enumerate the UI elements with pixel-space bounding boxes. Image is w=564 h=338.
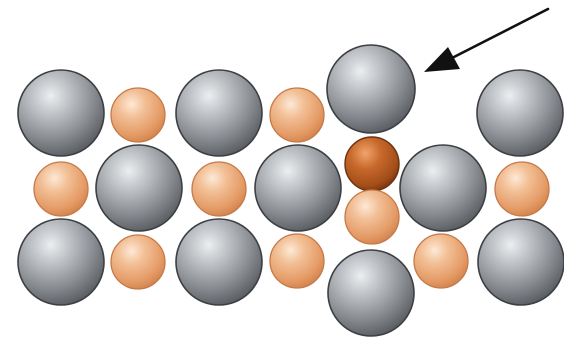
small-orange-atom-7 (34, 162, 88, 216)
small-orange-atom-18 (345, 190, 399, 244)
large-gray-atom-3 (176, 70, 262, 156)
large-gray-atom-1 (18, 70, 104, 156)
arrow-head-icon (424, 47, 460, 72)
small-orange-atom-17 (270, 234, 324, 288)
large-gray-atom-16 (176, 219, 262, 305)
displaced-large-atom (327, 45, 415, 133)
annotation-layer (424, 9, 548, 72)
small-orange-atom-4 (270, 88, 324, 142)
small-orange-atom-9 (192, 162, 246, 216)
atoms-layer (18, 45, 564, 336)
large-gray-atom-8 (96, 145, 182, 231)
large-gray-atom-10 (255, 145, 341, 231)
large-gray-atom-6 (477, 70, 563, 156)
small-orange-atom-15 (111, 235, 165, 289)
arrow-shaft (452, 9, 548, 58)
small-orange-atom-13 (495, 162, 549, 216)
large-gray-atom-14 (18, 219, 104, 305)
large-gray-atom-21 (328, 250, 414, 336)
dark-orange-atom-11 (345, 137, 399, 191)
large-gray-atom-12 (400, 145, 486, 231)
small-orange-atom-19 (414, 234, 468, 288)
small-orange-atom-2 (111, 88, 165, 142)
large-gray-atom-20 (478, 219, 564, 305)
